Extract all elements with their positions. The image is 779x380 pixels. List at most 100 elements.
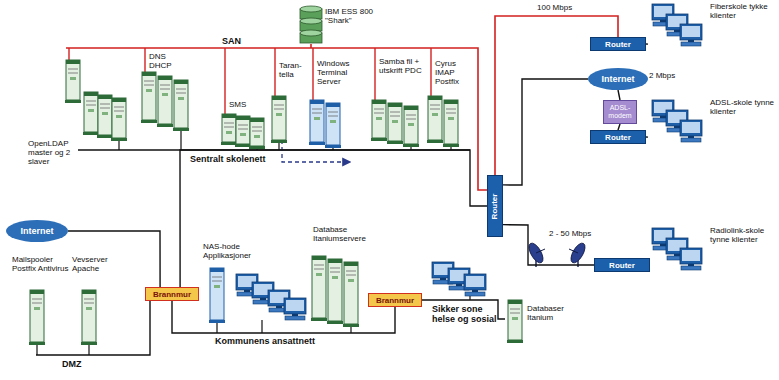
server-label: NAS-hode Applikasjoner <box>203 243 275 261</box>
radio-dish <box>568 241 588 267</box>
server-label: DNS DHCP <box>149 53 189 71</box>
link-speed: 2 - 50 Mbps <box>548 230 592 239</box>
network-link <box>646 43 648 44</box>
node-text: Fiberskole tykke klienter <box>710 2 776 20</box>
node-text: Router <box>605 40 631 49</box>
server-label: Taran-tella <box>279 62 309 80</box>
server-icon <box>325 103 341 148</box>
network-wire <box>144 48 145 72</box>
firewall-box: Brannmur <box>145 287 199 301</box>
network-label: SAN <box>222 37 262 47</box>
server-label: Mailspooler Postfix Antivirus <box>12 256 70 274</box>
server-icon <box>427 96 443 143</box>
network-label: Sikker sone helse og sosial <box>432 305 504 325</box>
client-group: ADSL-skole tynne klienter <box>648 98 776 144</box>
computer-icon <box>680 24 702 46</box>
server-icon <box>343 262 359 327</box>
node-text: Brannmur <box>153 290 191 299</box>
server-icon <box>235 116 251 147</box>
computer-icon <box>680 120 702 142</box>
server-icon <box>507 300 523 343</box>
network-link <box>180 150 487 287</box>
network-link <box>172 301 395 333</box>
server-label: Cyrus IMAP Postfix <box>435 60 473 87</box>
router-box: Router <box>590 130 646 144</box>
server-icon <box>271 96 287 143</box>
client-group: Radiolink-skole tynne klienter <box>648 226 776 276</box>
network-link <box>68 231 160 287</box>
network-label: DMZ <box>62 360 102 370</box>
server-icon <box>327 259 343 324</box>
server-label: Vevserver Apache <box>72 256 120 274</box>
computer-icon <box>284 298 306 320</box>
server-icon <box>173 80 189 131</box>
node-text: Vevserver Apache <box>72 256 120 274</box>
server-icon <box>443 100 459 147</box>
network-wire <box>180 131 181 150</box>
modem-box: ADSL-modem <box>603 100 637 124</box>
network-link <box>618 90 620 100</box>
server-label: SMS <box>229 101 259 110</box>
link-speed: 2 Mbps <box>648 72 676 81</box>
network-link <box>503 225 594 265</box>
server-label: Windows Terminal Server <box>317 60 367 87</box>
network-label: Kommunens ansattnett <box>215 337 345 347</box>
storage-disk <box>300 6 322 12</box>
server-icon <box>65 60 81 103</box>
network-wire <box>68 48 69 60</box>
internet-cloud: Internet <box>6 220 68 242</box>
node-text: Router <box>609 261 635 270</box>
node-text: Radiolink-skole tynne klienter <box>710 226 776 244</box>
server-label: IBM ESS 800 "Shark" <box>325 8 387 26</box>
network-wire <box>374 48 375 100</box>
storage-disk <box>300 30 322 36</box>
node-text: Mailspooler Postfix Antivirus <box>12 256 70 274</box>
san-drop <box>310 44 312 48</box>
node-text: Brannmur <box>376 296 414 305</box>
san-bus <box>66 48 487 190</box>
node-text: IBM ESS 800 "Shark" <box>325 8 387 26</box>
network-wire <box>118 141 119 150</box>
server-icon <box>311 256 327 321</box>
node-text: NAS-hode Applikasjoner <box>203 243 275 261</box>
network-wire <box>430 48 431 96</box>
node-text: Internet <box>601 74 634 84</box>
radio-dish <box>526 241 546 267</box>
storage-disk <box>300 18 322 24</box>
server-icon <box>221 114 237 145</box>
server-icon <box>209 268 225 323</box>
network-wire <box>312 48 313 100</box>
router-box: Router <box>487 175 503 237</box>
network-wire <box>274 48 275 96</box>
network-label: Sentralt skolenett <box>190 155 280 165</box>
network-wire <box>88 345 89 355</box>
network-wire <box>261 320 262 333</box>
network-link <box>646 136 648 138</box>
server-icon <box>111 98 127 141</box>
router-box: Router <box>590 37 646 51</box>
network-link <box>503 79 588 185</box>
network-wire <box>350 327 351 333</box>
node-text: Internet <box>20 226 53 236</box>
node-text: Samba fil + utskrift PDC <box>379 58 425 76</box>
server-icon <box>249 118 265 149</box>
firewall-box: Brannmur <box>368 293 422 307</box>
node-text: Databaser Itanium <box>527 304 577 322</box>
server-icon <box>83 92 99 135</box>
server-icon <box>403 106 419 147</box>
node-text: DNS DHCP <box>149 53 189 71</box>
link-speed: 100 Mbps <box>536 4 573 13</box>
internet-cloud: Internet <box>588 68 648 90</box>
node-text: Taran-tella <box>279 62 309 80</box>
network-wire <box>36 345 37 355</box>
node-text: Router <box>605 133 631 142</box>
computer-icon <box>464 274 486 296</box>
server-icon <box>387 103 403 144</box>
router-box: Router <box>594 258 650 272</box>
server-icon <box>97 95 113 138</box>
node-text: OpenLDAP master og 2 slaver <box>28 140 76 167</box>
server-label: OpenLDAP master og 2 slaver <box>28 140 76 167</box>
server-label: Databaser Itanium <box>505 298 577 340</box>
computer-icon <box>680 248 702 270</box>
